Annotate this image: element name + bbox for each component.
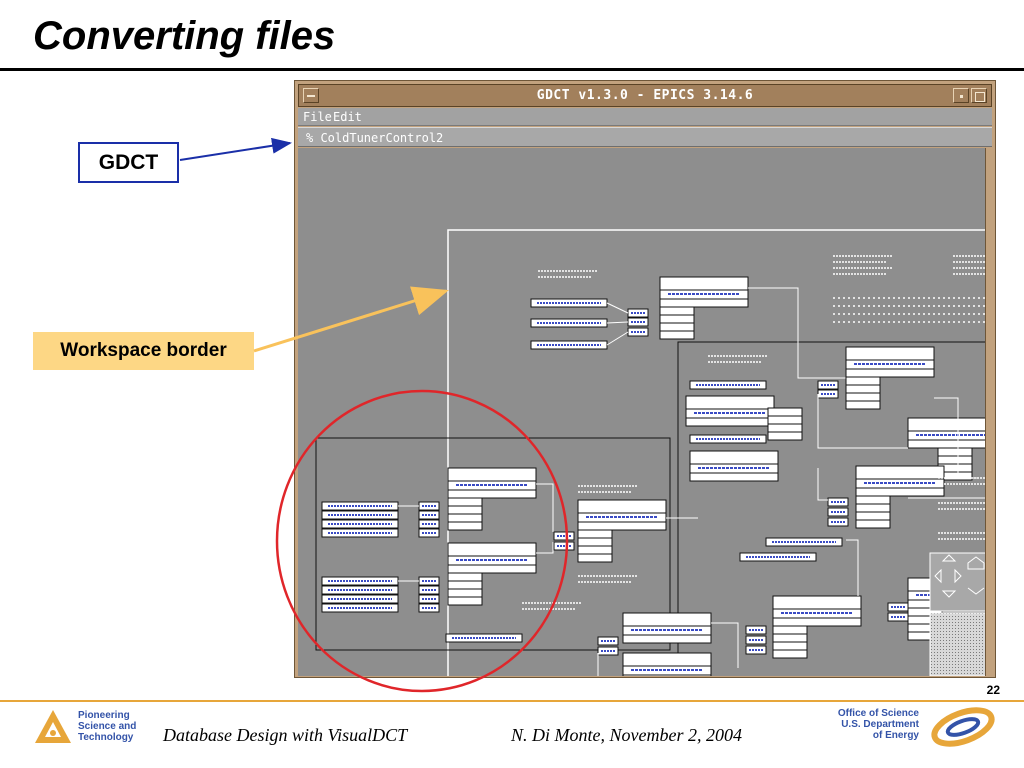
doe-logo-icon <box>928 706 998 748</box>
office-line: U.S. Department <box>841 719 919 730</box>
workspace-drawing[interactable] <box>298 148 988 676</box>
tagline-line: Technology <box>78 732 134 743</box>
current-path: % ColdTunerControl2 <box>306 131 444 145</box>
workspace-border-callout: Workspace border <box>33 332 254 370</box>
footer-author-date: N. Di Monte, November 2, 2004 <box>511 725 742 745</box>
tagline: Pioneering Science and Technology <box>78 710 136 743</box>
argonne-logo-icon <box>35 710 71 743</box>
gdct-callout: GDCT <box>78 142 179 183</box>
path-bar: % ColdTunerControl2 <box>298 127 992 147</box>
window-title: GDCT v1.3.0 - EPICS 3.14.6 <box>536 88 754 103</box>
office-of-science-label: Office of Science U.S. Department of Ene… <box>838 708 919 741</box>
window-menu-icon[interactable] <box>303 88 319 103</box>
page-number: 22 <box>986 683 1000 697</box>
tagline-line: Science and <box>78 721 137 732</box>
footer-divider <box>0 700 1024 702</box>
gdct-arrow <box>179 137 292 161</box>
workspace-canvas[interactable] <box>298 148 988 676</box>
maximize-icon[interactable] <box>971 88 987 103</box>
window-titlebar[interactable]: GDCT v1.3.0 - EPICS 3.14.6 <box>298 84 992 107</box>
window-right-edge <box>985 148 992 676</box>
menu-edit[interactable]: Edit <box>333 110 362 124</box>
menu-file[interactable]: File <box>303 110 332 124</box>
tagline-line: Pioneering <box>78 710 130 721</box>
minimize-icon[interactable] <box>953 88 969 103</box>
office-line: of Energy <box>872 730 919 741</box>
menu-bar: File Edit <box>298 108 992 126</box>
title-divider <box>0 68 1024 71</box>
slide-title: Converting files <box>33 14 336 58</box>
gdct-window[interactable]: GDCT v1.3.0 - EPICS 3.14.6 File Edit % C… <box>294 80 996 678</box>
office-line: Office of Science <box>837 708 919 719</box>
footer-course-title: Database Design with VisualDCT <box>163 725 408 745</box>
